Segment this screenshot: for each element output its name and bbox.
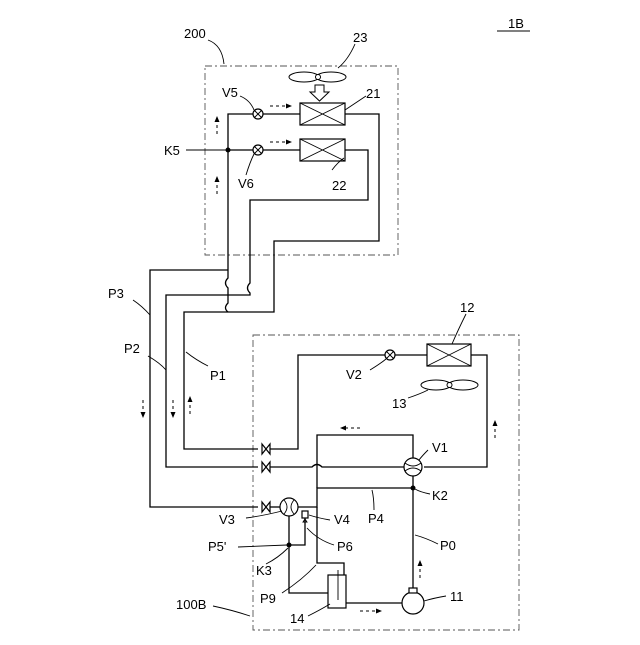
pipe-crossover-a	[226, 270, 229, 295]
service-valve-p1	[262, 444, 270, 454]
accumulator-14	[328, 570, 346, 608]
junction-k3	[287, 543, 292, 548]
airflow-arrow-23	[310, 85, 329, 101]
label-v6: V6	[238, 176, 254, 191]
flow-arrow-accumulator	[360, 609, 382, 614]
junction-k2	[411, 486, 416, 491]
label-22: 22	[332, 178, 346, 193]
leader-11	[424, 596, 446, 601]
leader-k3	[266, 548, 288, 564]
flow-arrow-outdoor-right	[493, 420, 498, 438]
heat-exchanger-12	[427, 344, 471, 366]
label-p0: P0	[440, 538, 456, 553]
label-23: 23	[353, 30, 367, 45]
leader-v5	[240, 96, 254, 110]
flow-arrow-indoor-3	[215, 116, 220, 134]
leader-14	[308, 604, 330, 616]
flow-arrow-indoor-1	[270, 104, 292, 109]
leader-p4	[372, 490, 374, 510]
flow-arrow-outdoor-left	[340, 426, 360, 431]
flow-arrow-p2	[171, 400, 176, 418]
expansion-valve-v2	[385, 350, 395, 360]
leader-13	[408, 390, 428, 398]
leader-v1	[419, 450, 428, 460]
fan-13	[421, 380, 478, 390]
leader-p2	[148, 356, 166, 370]
heat-exchanger-21	[300, 103, 345, 125]
four-way-valve-v3	[280, 498, 298, 516]
pipe-top-loop	[317, 435, 413, 488]
four-way-valve-v1	[404, 458, 422, 476]
leader-p9	[282, 565, 316, 593]
leader-p1	[186, 352, 208, 366]
flow-arrow-p3	[141, 400, 146, 418]
label-p4: P4	[368, 511, 384, 526]
flow-arrow-compressor-up	[418, 560, 423, 578]
label-v4: V4	[334, 512, 350, 527]
label-k2: K2	[432, 488, 448, 503]
label-p2: P2	[124, 341, 140, 356]
label-p9: P9	[260, 591, 276, 606]
pipe-crossover-b	[226, 295, 229, 312]
leader-k2	[415, 489, 430, 494]
label-13: 13	[392, 396, 406, 411]
label-12: 12	[460, 300, 474, 315]
pipe-p2-outdoor	[270, 465, 404, 468]
leader-v2	[370, 359, 386, 370]
flow-arrow-indoor-4	[215, 176, 220, 194]
expansion-valve-v6	[253, 145, 263, 155]
leader-v6	[246, 154, 254, 175]
label-11: 11	[450, 589, 464, 604]
label-k5: K5	[164, 143, 180, 158]
leader-23	[338, 44, 355, 68]
heat-exchanger-22	[300, 139, 345, 161]
figure-id-label: 1B	[508, 16, 524, 31]
label-k3: K3	[256, 563, 272, 578]
label-v3: V3	[219, 512, 235, 527]
indoor-return-22	[250, 150, 368, 270]
service-valve-p2	[262, 462, 270, 472]
indoor-liquid-header	[228, 114, 300, 270]
label-200: 200	[184, 26, 206, 41]
leader-200	[208, 40, 224, 64]
leader-p3	[133, 300, 150, 315]
label-v1: V1	[432, 440, 448, 455]
label-p5p: P5'	[208, 539, 226, 554]
pipe-v3-down	[289, 516, 328, 593]
label-p3: P3	[108, 286, 124, 301]
label-p1: P1	[210, 368, 226, 383]
label-p6: P6	[337, 539, 353, 554]
pipe-p6	[289, 515, 305, 545]
service-valve-p3	[262, 502, 270, 512]
compressor-11	[402, 588, 424, 614]
flow-arrow-p1	[188, 396, 193, 414]
junction-k5	[226, 148, 231, 153]
leader-12	[452, 314, 466, 344]
leader-v3	[246, 511, 282, 518]
leader-p0	[415, 535, 438, 544]
leader-21	[345, 96, 366, 110]
pipe-p4	[298, 488, 413, 507]
fan-23	[289, 72, 346, 82]
leader-100b	[213, 606, 250, 616]
label-100b: 100B	[176, 597, 206, 612]
expansion-valve-v5	[253, 109, 263, 119]
label-14: 14	[290, 611, 304, 626]
flow-arrow-indoor-2	[270, 140, 292, 145]
label-21: 21	[366, 86, 380, 101]
pipe-p1	[184, 288, 274, 449]
label-v2: V2	[346, 367, 362, 382]
leader-p6	[307, 528, 334, 545]
label-v5: V5	[222, 85, 238, 100]
leader-v4	[309, 515, 330, 520]
leader-p5p	[238, 545, 287, 547]
